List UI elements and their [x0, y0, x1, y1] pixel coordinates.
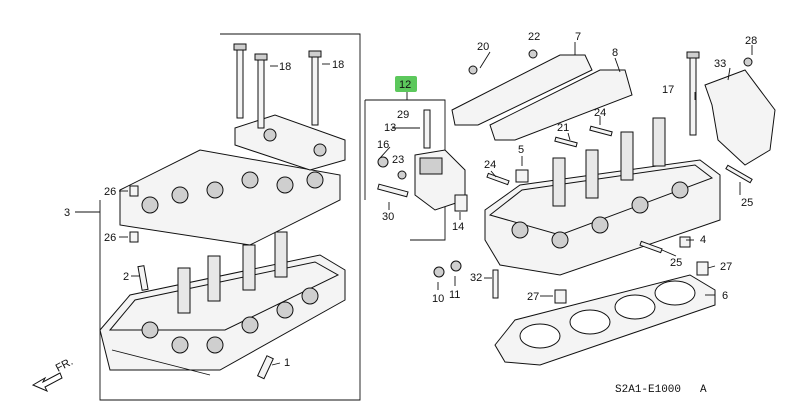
callout-25-a: 25 [741, 197, 753, 209]
callout-26-a: 26 [104, 186, 116, 198]
callout-17: 17 [662, 84, 674, 96]
callout-14: 14 [452, 221, 464, 233]
callout-2: 2 [123, 271, 129, 283]
left-small-parts [119, 185, 281, 380]
callout-12: 12 [399, 79, 411, 91]
right-bolts [433, 125, 753, 304]
callout-16: 16 [377, 139, 389, 151]
diagram-code-suffix: A [700, 384, 707, 396]
callout-21: 21 [557, 122, 569, 134]
front-arrow [31, 372, 63, 392]
callout-10: 10 [432, 293, 444, 305]
callout-24-b: 24 [484, 159, 496, 171]
callout-13: 13 [384, 122, 396, 134]
leader-lines [437, 42, 753, 297]
left-assembly-bracket [75, 33, 361, 401]
callout-18-b: 18 [332, 59, 344, 71]
left-cylinder-head [99, 231, 346, 376]
callout-6: 6 [722, 290, 728, 302]
callout-5: 5 [518, 144, 524, 156]
callout-27-a: 27 [720, 261, 732, 273]
callout-27-b: 27 [527, 291, 539, 303]
left-camshaft-holders [119, 114, 346, 246]
callout-3: 3 [64, 207, 70, 219]
callout-7: 7 [575, 31, 581, 43]
diagram-code: S2A1-E1000 [615, 384, 681, 396]
callout-20: 20 [477, 41, 489, 53]
callout-30: 30 [382, 211, 394, 223]
callout-8: 8 [612, 47, 618, 59]
left-studs [233, 43, 330, 129]
callout-33: 33 [714, 58, 726, 70]
center-subassembly [364, 76, 468, 241]
callout-25-b: 25 [670, 257, 682, 269]
callout-22: 22 [528, 31, 540, 43]
right-covers [451, 49, 776, 166]
callout-1: 1 [284, 357, 290, 369]
callout-18-a: 18 [279, 61, 291, 73]
callout-4: 4 [700, 234, 706, 246]
front-label: FR. [54, 356, 75, 375]
callout-11: 11 [449, 289, 460, 301]
highlight-12 [395, 76, 417, 92]
callout-29: 29 [397, 109, 409, 121]
callout-23: 23 [392, 154, 404, 166]
right-cylinder-head [484, 117, 721, 276]
callout-24-a: 24 [594, 107, 606, 119]
callout-28: 28 [745, 35, 757, 47]
callout-labels: 20 22 7 8 28 18 18 12 29 13 16 23 30 14 … [54, 31, 757, 396]
callout-26-b: 26 [104, 232, 116, 244]
callout-32: 32 [470, 272, 482, 284]
head-gasket [494, 274, 716, 366]
